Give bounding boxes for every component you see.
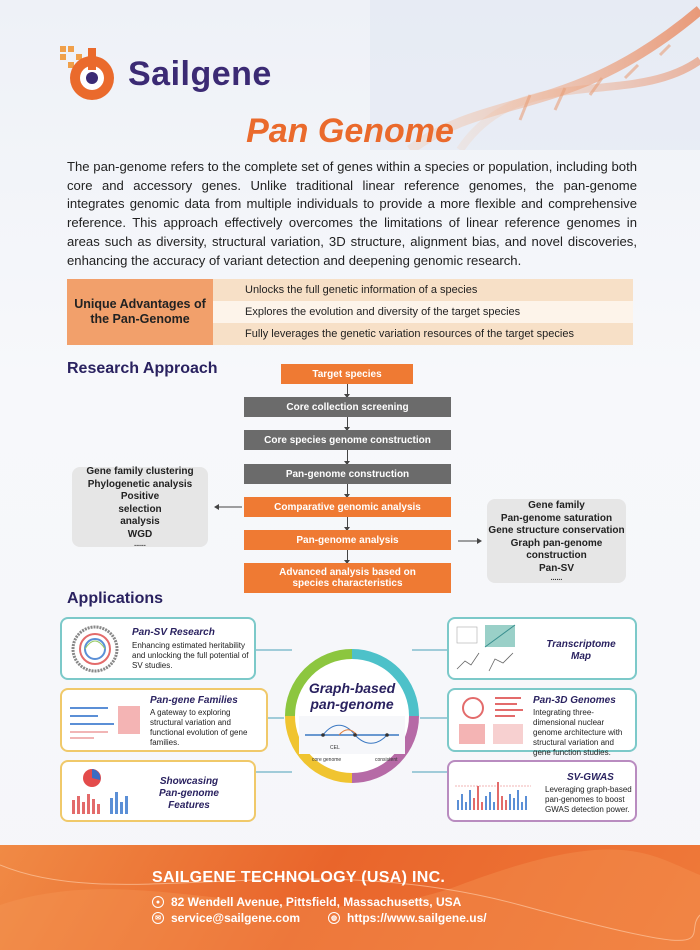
app-card-title: Pan-3D Genomes — [533, 695, 616, 706]
website-line[interactable]: ◍ https://www.sailgene.us/ — [328, 911, 487, 925]
center-label: consistent — [375, 757, 398, 763]
app-card-pan-3d-genomes: Pan-3D Genomes Integrating three-dimensi… — [447, 688, 637, 757]
advantages-table: Unique Advantages of the Pan-Genome Unlo… — [67, 279, 633, 345]
applications-heading: Applications — [67, 590, 164, 607]
flow-step-advanced-analysis: Advanced analysis based on species chara… — [244, 563, 451, 593]
email-icon: ✉ — [152, 912, 164, 924]
right-box-item: Pan-genome saturation — [500, 512, 613, 524]
flow-arrow — [344, 484, 350, 498]
center-label: CEL — [330, 745, 340, 751]
flow-step-core-collection: Core collection screening — [244, 397, 451, 417]
advantages-heading: Unique Advantages of the Pan-Genome — [67, 279, 213, 345]
sailgene-logo-icon — [60, 46, 114, 100]
advantage-item: Explores the evolution and diversity of … — [213, 301, 633, 323]
flow-step-target-species: Target species — [281, 364, 413, 384]
right-box-item: Graph pan-genome construction — [510, 537, 603, 562]
location-pin-icon: ● — [152, 896, 164, 908]
email-line[interactable]: ✉ service@sailgene.com — [152, 911, 300, 925]
app-card-title: Pan-SV Research — [132, 627, 215, 638]
brand-logo: Sailgene — [58, 44, 272, 104]
center-label: core genome — [312, 757, 342, 763]
flow-arrow — [344, 517, 350, 531]
arrow-right-icon — [458, 538, 482, 544]
flow-arrow — [344, 417, 350, 431]
left-analysis-box: Gene family clustering Phylogenetic anal… — [72, 466, 208, 548]
intro-paragraph: The pan-genome refers to the complete se… — [67, 159, 637, 268]
gene-family-thumbnail — [68, 702, 144, 742]
footer-decoration — [0, 849, 700, 950]
gwas-thumbnail — [455, 772, 531, 814]
left-box-item: WGD — [127, 528, 153, 540]
dna-helix-decoration — [370, 0, 700, 150]
research-approach-heading: Research Approach — [67, 360, 218, 377]
app-card-pan-sv: Pan-SV Research Enhancing estimated heri… — [60, 617, 256, 680]
flow-step-pan-genome-analysis: Pan-genome analysis — [244, 530, 451, 550]
flow-arrow — [344, 550, 350, 564]
app-card-transcriptome-map: Transcriptome Map — [447, 617, 637, 680]
right-analysis-box: Gene family Pan-genome saturation Gene s… — [487, 499, 626, 583]
footer: SAILGENE TECHNOLOGY (USA) INC. ● 82 Wend… — [0, 845, 700, 950]
app-card-pan-gene-families: Pan-gene Families A gateway to exploring… — [60, 688, 268, 752]
email-link[interactable]: service@sailgene.com — [171, 911, 301, 925]
app-card-title: SV-GWAS — [567, 772, 614, 783]
address-line: ● 82 Wendell Avenue, Pittsfield, Massach… — [152, 895, 461, 909]
circos-thumbnail — [68, 623, 122, 675]
left-box-item: ...... — [134, 541, 146, 548]
left-box-item: Positive selection analysis — [118, 491, 162, 527]
advantage-item: Unlocks the full genetic information of … — [213, 279, 633, 301]
website-link[interactable]: https://www.sailgene.us/ — [347, 911, 487, 925]
right-box-item: Gene family — [528, 500, 585, 511]
address-text: 82 Wendell Avenue, Pittsfield, Massachus… — [171, 895, 462, 909]
app-card-title: Transcriptome Map — [546, 639, 616, 662]
3d-genome-thumbnail — [455, 694, 527, 748]
flow-step-comparative-genomic: Comparative genomic analysis — [244, 497, 451, 517]
card-connectors — [256, 649, 448, 773]
center-title: Graph-based pan-genome — [308, 680, 396, 712]
app-card-showcasing-features: Showcasing Pan-genome Features — [60, 760, 256, 822]
app-card-title: Pan-gene Families — [150, 695, 238, 706]
flow-step-pan-genome-construction: Pan-genome construction — [244, 464, 451, 484]
right-box-item: Pan-SV — [538, 562, 574, 574]
app-card-desc: Integrating three-dimensional nuclear ge… — [533, 708, 623, 757]
arrow-left-icon — [214, 504, 242, 510]
right-box-item: Gene structure conservation — [488, 525, 625, 536]
transcriptome-thumbnail — [455, 623, 523, 675]
flow-arrow — [344, 450, 350, 465]
flow-step-core-species-genome: Core species genome construction — [244, 430, 451, 450]
page-title: Pan Genome — [246, 112, 454, 150]
company-name: SAILGENE TECHNOLOGY (USA) INC. — [152, 869, 446, 886]
app-card-desc: Leveraging graph-based pan-genomes to bo… — [545, 785, 632, 814]
app-card-desc: Enhancing estimated heritability and unl… — [132, 641, 249, 670]
brand-name: Sailgene — [128, 54, 272, 93]
app-card-desc: A gateway to exploring structural variat… — [150, 708, 248, 747]
advantage-item: Fully leverages the genetic variation re… — [213, 323, 633, 345]
features-thumbnail — [68, 766, 138, 818]
left-box-item: Phylogenetic analysis — [87, 478, 193, 490]
right-box-item: ...... — [550, 575, 563, 582]
app-card-sv-gwas: SV-GWAS Leveraging graph-based pan-genom… — [447, 760, 637, 822]
flow-arrow — [344, 384, 350, 398]
graph-pangenome-diagram — [285, 649, 419, 783]
globe-icon: ◍ — [328, 912, 340, 924]
app-card-title: Showcasing Pan-genome Features — [158, 776, 219, 811]
left-box-item: Gene family clustering — [86, 466, 194, 477]
